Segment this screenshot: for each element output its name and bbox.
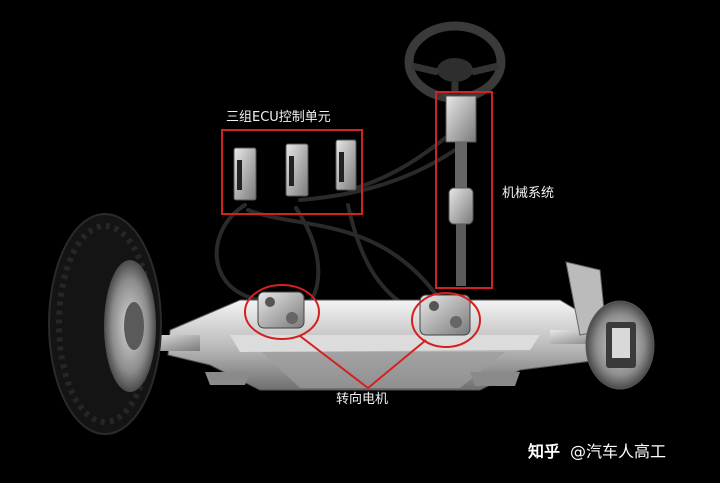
steering-motor-right [419, 294, 471, 336]
brake-disc-assembly [565, 261, 655, 390]
steering-motor-left [257, 291, 305, 329]
steering-wheel-icon [404, 21, 506, 103]
watermark-brand: 知乎 [528, 442, 561, 461]
ecu-module-icon [335, 139, 357, 191]
ecu-group-label: 三组ECU控制单元 [226, 110, 331, 125]
wiring-harness [214, 126, 460, 320]
mechanical-system-highlight-box [435, 91, 493, 289]
mechanical-system-label: 机械系统 [502, 186, 555, 201]
watermark-author: @汽车人高工 [570, 442, 667, 461]
steering-column [445, 95, 477, 286]
ecu-module-icon [285, 143, 309, 197]
motor-highlight-left [244, 284, 320, 340]
front-axle-subframe [140, 299, 611, 391]
watermark: 知乎 @汽车人高工 [528, 438, 666, 462]
ecu-highlight-box [221, 129, 363, 215]
motor-callout-lines [299, 335, 427, 390]
steering-motor-label: 转向电机 [336, 392, 389, 407]
motor-highlight-right [411, 292, 481, 348]
ecu-module-icon [233, 147, 257, 201]
tire-icon [48, 213, 162, 435]
